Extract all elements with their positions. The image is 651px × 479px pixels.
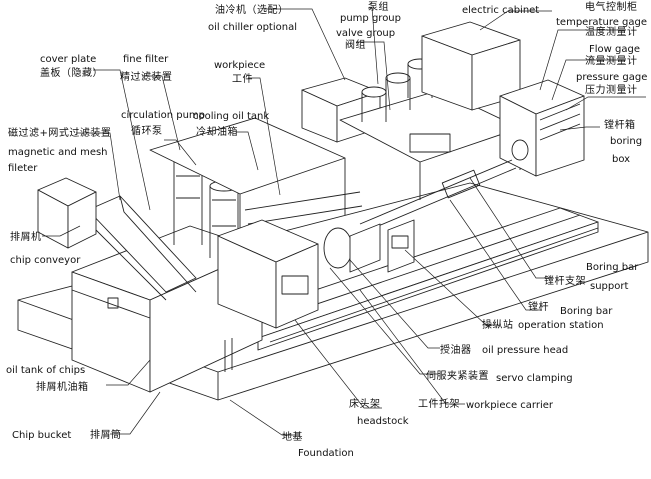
operation-station-label: operation station (518, 320, 604, 331)
servo-clamping-label: servo clamping (496, 373, 573, 384)
workpiece-tube (244, 191, 363, 225)
pressure-gage-label-zh: 压力测量计 (585, 85, 638, 96)
pressure-gage-label: pressure gage (576, 72, 648, 83)
operation-station (387, 219, 415, 273)
pump-group-label-zh: 泵组 (368, 2, 389, 13)
fine-filter-label-zh: 精过滤装置 (120, 72, 173, 83)
oil-chiller-label-zh: 油冷机（选配） (215, 5, 289, 16)
chip-bucket-label: Chip bucket (12, 430, 72, 441)
operation-station-label-zh: 操纵站 (482, 320, 514, 331)
oil-chiller-label: oil chiller optional (208, 22, 297, 33)
electric-cabinet (421, 21, 521, 111)
temperature-gage-label-zh: 温度测量计 (585, 27, 638, 38)
foundation-label: Foundation (298, 448, 354, 459)
workpiece-label-zh: 工件 (232, 74, 253, 85)
headstock (217, 219, 319, 329)
boring-bar-box (499, 79, 585, 177)
headstock-label-zh: 床头架 (349, 399, 381, 410)
chip-conveyor-label: chip conveyor (10, 255, 81, 266)
chip-bucket-label-zh: 排屑筒 (90, 430, 122, 441)
cooling-oil-tank-label: cooling oil tank (193, 111, 270, 122)
cover-plate-label: cover plate (40, 54, 97, 65)
oil-pressure-head (323, 223, 381, 273)
chip-bucket (37, 177, 97, 249)
boring-box-label-zh: 镗杆箱 (604, 120, 636, 131)
boring-bar-label-zh: 镗杆 (528, 302, 549, 313)
oil-tank-chips-label: oil tank of chips (6, 365, 86, 376)
circulation-pump-label-zh: 循环泵 (131, 126, 163, 137)
oil-pressure-head-label: oil pressure head (482, 345, 569, 356)
servo-clamping-label-zh: 伺服夹紧装置 (426, 371, 489, 382)
magnetic-filter-label: magnetic and mesh (8, 147, 108, 158)
leader-lines (42, 7, 646, 436)
oil-tank-chips-label-zh: 排屑机油箱 (36, 382, 89, 393)
circulation-pump-label: circulation pump (121, 110, 206, 121)
magnetic-filter-label-zh: 磁过滤+网式过滤装置 (8, 128, 112, 139)
valve-group-label-zh: 阀组 (345, 40, 366, 51)
cooling-oil-tank-label-zh: 冷却油箱 (196, 127, 238, 138)
cover-plate-label-zh: 盖板（隐藏） (40, 68, 103, 79)
workpiece-carrier-label-zh: 工件托架 (418, 399, 460, 410)
boring-bar-support-label-zh: 镗杆支架 (544, 276, 586, 287)
electric-cabinet-label: electric cabinet (462, 5, 540, 16)
boring-bar-support-label: Boring bar (586, 262, 639, 273)
boring-bar-support-label-2: support (590, 281, 629, 292)
boring-bar (359, 159, 517, 233)
flow-gage-label: Flow gage (589, 44, 640, 55)
pump-group-label: pump group (340, 13, 401, 24)
headstock-label: headstock (357, 416, 409, 427)
workpiece-carrier-label: workpiece carrier (466, 400, 554, 411)
magnetic-filter-label-2: fileter (8, 163, 38, 174)
boring-box-label-2: box (612, 154, 631, 165)
electric-cabinet-label-zh: 电气控制柜 (585, 2, 638, 13)
valve-group-label: valve group (336, 28, 396, 39)
boring-bar-label: Boring bar (560, 306, 613, 317)
fine-filter-label: fine filter (123, 54, 169, 65)
temperature-gage-label: temperature gage (556, 17, 648, 28)
foundation-label-zh: 地基 (282, 432, 303, 443)
oil-pressure-head-label-zh: 授油器 (440, 345, 472, 356)
workpiece-label: workpiece (214, 60, 266, 71)
boring-box-label: boring (610, 136, 643, 147)
flow-gage-label-zh: 流量测量计 (585, 56, 638, 67)
chip-conveyor-label-zh: 排屑机 (10, 232, 42, 243)
